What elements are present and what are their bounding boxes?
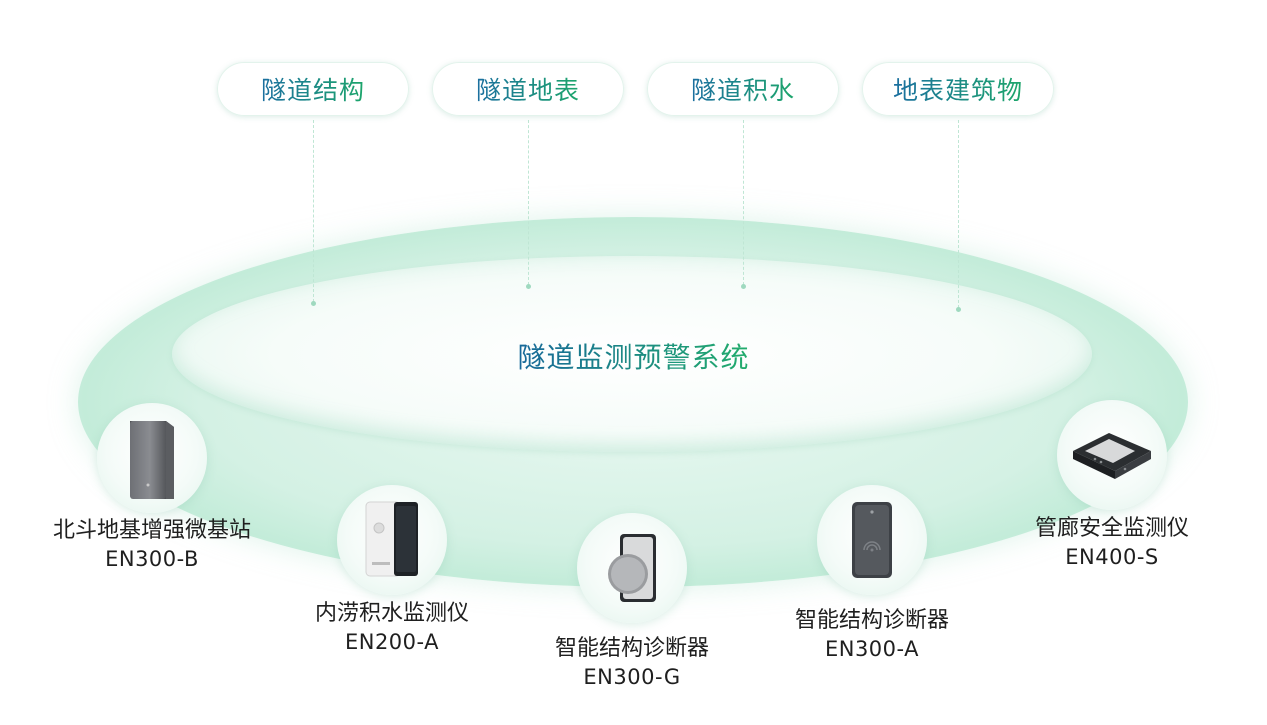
connector-dot-1 (311, 301, 316, 306)
structure-diagnostic-round-icon (608, 534, 656, 602)
connector-line-4 (958, 120, 959, 308)
device-name: 智能结构诊断器 (554, 636, 709, 661)
device-model: EN300-B (105, 547, 199, 571)
structure-diagnostic-nfc-icon (852, 502, 892, 578)
device-model: EN300-G (583, 665, 681, 689)
category-label: 地表建筑物 (893, 71, 1023, 107)
category-tunnel-water[interactable]: 隧道积水 (647, 62, 839, 116)
device-name: 内涝积水监测仪 (314, 601, 469, 626)
device-label-diagnostic-g: 智能结构诊断器 EN300-G (532, 634, 732, 692)
device-name: 管廊安全监测仪 (1034, 516, 1189, 541)
device-name: 北斗地基增强微基站 (52, 518, 251, 543)
category-surface-buildings[interactable]: 地表建筑物 (862, 62, 1054, 116)
category-label: 隧道积水 (691, 71, 795, 107)
connector-line-1 (313, 120, 314, 302)
device-circle-diagnostic-g[interactable] (577, 513, 687, 623)
connector-dot-2 (526, 284, 531, 289)
device-model: EN400-S (1065, 545, 1159, 569)
device-circle-base-station[interactable] (97, 403, 207, 513)
device-circle-pipe-gallery[interactable] (1057, 400, 1167, 510)
base-station-box-icon (130, 421, 174, 499)
pipe-gallery-monitor-icon (1073, 433, 1151, 479)
connector-dot-4 (956, 307, 961, 312)
device-circle-waterlogging[interactable] (337, 485, 447, 595)
device-label-waterlogging: 内涝积水监测仪 EN200-A (292, 599, 492, 657)
category-label: 隧道地表 (476, 71, 580, 107)
connector-line-2 (528, 120, 529, 285)
device-label-base-station: 北斗地基增强微基站 EN300-B (22, 516, 282, 574)
device-name: 智能结构诊断器 (794, 608, 949, 633)
connector-dot-3 (741, 284, 746, 289)
connector-line-3 (743, 120, 744, 285)
system-platform (172, 256, 1092, 452)
category-label: 隧道结构 (261, 71, 365, 107)
waterlogging-sensor-icon (365, 501, 418, 577)
device-model: EN200-A (344, 630, 440, 654)
category-tunnel-surface[interactable]: 隧道地表 (432, 62, 624, 116)
system-title: 隧道监测预警系统 (0, 336, 1267, 376)
category-tunnel-structure[interactable]: 隧道结构 (217, 62, 409, 116)
device-label-pipe-gallery: 管廊安全监测仪 EN400-S (1012, 514, 1212, 572)
device-label-diagnostic-a: 智能结构诊断器 EN300-A (772, 606, 972, 664)
system-title-text: 隧道监测预警系统 (517, 341, 750, 374)
device-circle-diagnostic-a[interactable] (817, 485, 927, 595)
device-model: EN300-A (824, 637, 920, 661)
